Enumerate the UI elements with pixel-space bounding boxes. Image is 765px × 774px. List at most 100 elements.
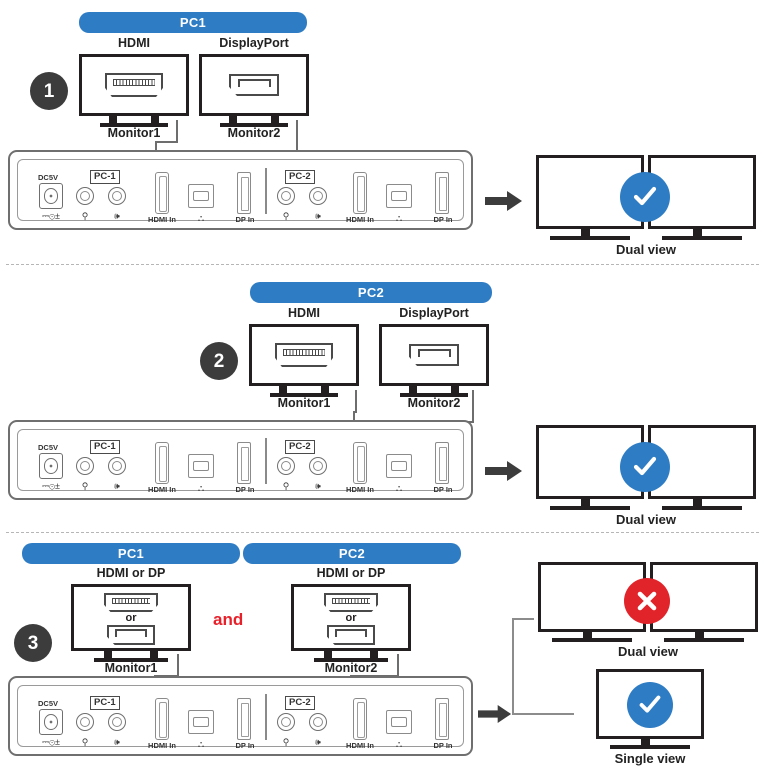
- hdmi-in-port-pc1[interactable]: [155, 442, 169, 484]
- displayport-connector-icon: [409, 344, 459, 366]
- speaker-jack-pc1[interactable]: [108, 457, 126, 475]
- source-monitor-1: [79, 54, 189, 128]
- dc-power-label: DC5V: [38, 699, 59, 708]
- pc1-group-tag: PC-1: [90, 696, 120, 710]
- step-badge-3: 3: [14, 624, 52, 662]
- pc1-group-tag: PC-1: [90, 170, 120, 184]
- source-monitor-2: or: [291, 584, 411, 664]
- port-caption-displayport: DisplayPort: [219, 36, 289, 50]
- speaker-jack-pc1[interactable]: [108, 713, 126, 731]
- port-caption-displayport: DisplayPort: [399, 306, 469, 320]
- power-icon: ⎓⊙±: [42, 211, 60, 221]
- hdmi-connector-icon: [275, 343, 333, 367]
- dp-in-label-pc2: DP In: [433, 215, 453, 224]
- cable-monitor2: [472, 390, 474, 422]
- result-caption-single: Single view: [614, 751, 686, 766]
- status-badge-ok: [627, 682, 673, 728]
- speaker-icon: 🕪: [315, 481, 321, 491]
- branch-bracket: [512, 618, 582, 718]
- monitor-label-1: Monitor1: [277, 396, 331, 410]
- mic-jack-pc1[interactable]: [76, 457, 94, 475]
- dp-in-label-pc1: DP In: [235, 485, 255, 494]
- speaker-jack-pc1[interactable]: [108, 187, 126, 205]
- source-monitor-1: or: [71, 584, 191, 664]
- dp-in-port-pc2[interactable]: [435, 442, 449, 484]
- speaker-icon: 🕪: [315, 211, 321, 221]
- dp-in-port-pc1[interactable]: [237, 698, 251, 740]
- dp-in-port-pc2[interactable]: [435, 172, 449, 214]
- mic-jack-pc1[interactable]: [76, 713, 94, 731]
- monitor-stand-base: [550, 506, 630, 510]
- cable-monitor1: [155, 141, 178, 143]
- dp-in-port-pc2[interactable]: [435, 698, 449, 740]
- hdmi-in-port-pc1[interactable]: [155, 172, 169, 214]
- monitor-stand-neck: [409, 386, 417, 393]
- speaker-icon: 🕪: [315, 737, 321, 747]
- monitor-label-2: Monitor2: [407, 396, 461, 410]
- status-badge-error: [624, 578, 670, 624]
- pc-header-pill-pc2: PC2: [250, 282, 492, 303]
- speaker-jack-pc2[interactable]: [309, 187, 327, 205]
- kvm-switch-panel: DC5V PC-1 PC-2 ⎓⊙± ⚲ 🕪 HDMI In ⛬ DP In ⚲…: [8, 420, 473, 500]
- monitor-label-2: Monitor2: [227, 126, 281, 140]
- source-monitor-2: [199, 54, 309, 128]
- result-caption-dual: Dual view: [616, 242, 676, 257]
- pc2-group-tag: PC-2: [285, 696, 315, 710]
- monitor-stand-neck: [581, 229, 590, 236]
- usb-icon: ⛬: [395, 739, 403, 749]
- usb-b-port-pc2[interactable]: [386, 184, 412, 208]
- source-monitor-1: [249, 324, 359, 398]
- hdmi-in-port-pc2[interactable]: [353, 172, 367, 214]
- hdmi-in-port-pc2[interactable]: [353, 442, 367, 484]
- mic-jack-pc1[interactable]: [76, 187, 94, 205]
- kvm-switch-panel: DC5V PC-1 PC-2 ⎓⊙± ⚲ 🕪 HDMI In ⛬ DP In ⚲…: [8, 676, 473, 756]
- monitor-stand-neck: [581, 499, 590, 506]
- group-separator: [265, 694, 267, 740]
- monitor-stand-neck: [151, 116, 159, 123]
- dc-power-jack[interactable]: [39, 183, 63, 209]
- hdmi-in-label-pc2: HDMI In: [346, 215, 374, 224]
- or-label: or: [345, 612, 357, 624]
- port-caption-hdmi: HDMI: [288, 306, 320, 320]
- monitor-stand-neck: [109, 116, 117, 123]
- port-caption-hdmi: HDMI: [118, 36, 150, 50]
- monitor-screen: [79, 54, 189, 116]
- dp-in-port-pc1[interactable]: [237, 442, 251, 484]
- monitor-stand-neck: [693, 229, 702, 236]
- usb-b-port-pc1[interactable]: [188, 184, 214, 208]
- usb-icon: ⛬: [197, 213, 205, 223]
- section-step-1: 1 PC1 HDMI DisplayPort Monitor1 Monitor2…: [0, 0, 765, 262]
- status-badge-ok: [620, 172, 670, 222]
- mic-jack-pc2[interactable]: [277, 713, 295, 731]
- or-label: or: [125, 612, 137, 624]
- usb-b-port-pc1[interactable]: [188, 454, 214, 478]
- dc-power-jack[interactable]: [39, 453, 63, 479]
- monitor-stand-neck: [370, 651, 378, 658]
- cable-monitor1: [176, 120, 178, 142]
- speaker-jack-pc2[interactable]: [309, 713, 327, 731]
- monitor-stand-base: [550, 236, 630, 240]
- usb-b-port-pc2[interactable]: [386, 710, 412, 734]
- result-caption-dual: Dual view: [616, 512, 676, 527]
- mic-jack-pc2[interactable]: [277, 187, 295, 205]
- hdmi-in-label-pc1: HDMI In: [148, 485, 176, 494]
- flow-arrow-icon: [478, 705, 512, 723]
- hdmi-in-port-pc2[interactable]: [353, 698, 367, 740]
- hdmi-in-port-pc1[interactable]: [155, 698, 169, 740]
- usb-b-port-pc1[interactable]: [188, 710, 214, 734]
- mic-jack-pc2[interactable]: [277, 457, 295, 475]
- displayport-connector-icon: [229, 74, 279, 96]
- speaker-jack-pc2[interactable]: [309, 457, 327, 475]
- hdmi-in-label-pc2: HDMI In: [346, 741, 374, 750]
- monitor-stand-neck: [324, 651, 332, 658]
- cable-monitor2: [296, 120, 298, 152]
- dp-in-port-pc1[interactable]: [237, 172, 251, 214]
- port-caption-hdmi-or-dp-1: HDMI or DP: [96, 566, 166, 580]
- dc-power-jack[interactable]: [39, 709, 63, 735]
- source-monitor-2: [379, 324, 489, 398]
- cable-monitor1: [355, 390, 357, 412]
- hdmi-connector-icon: [105, 73, 163, 97]
- mic-icon: ⚲: [81, 211, 89, 221]
- usb-icon: ⛬: [197, 739, 205, 749]
- usb-b-port-pc2[interactable]: [386, 454, 412, 478]
